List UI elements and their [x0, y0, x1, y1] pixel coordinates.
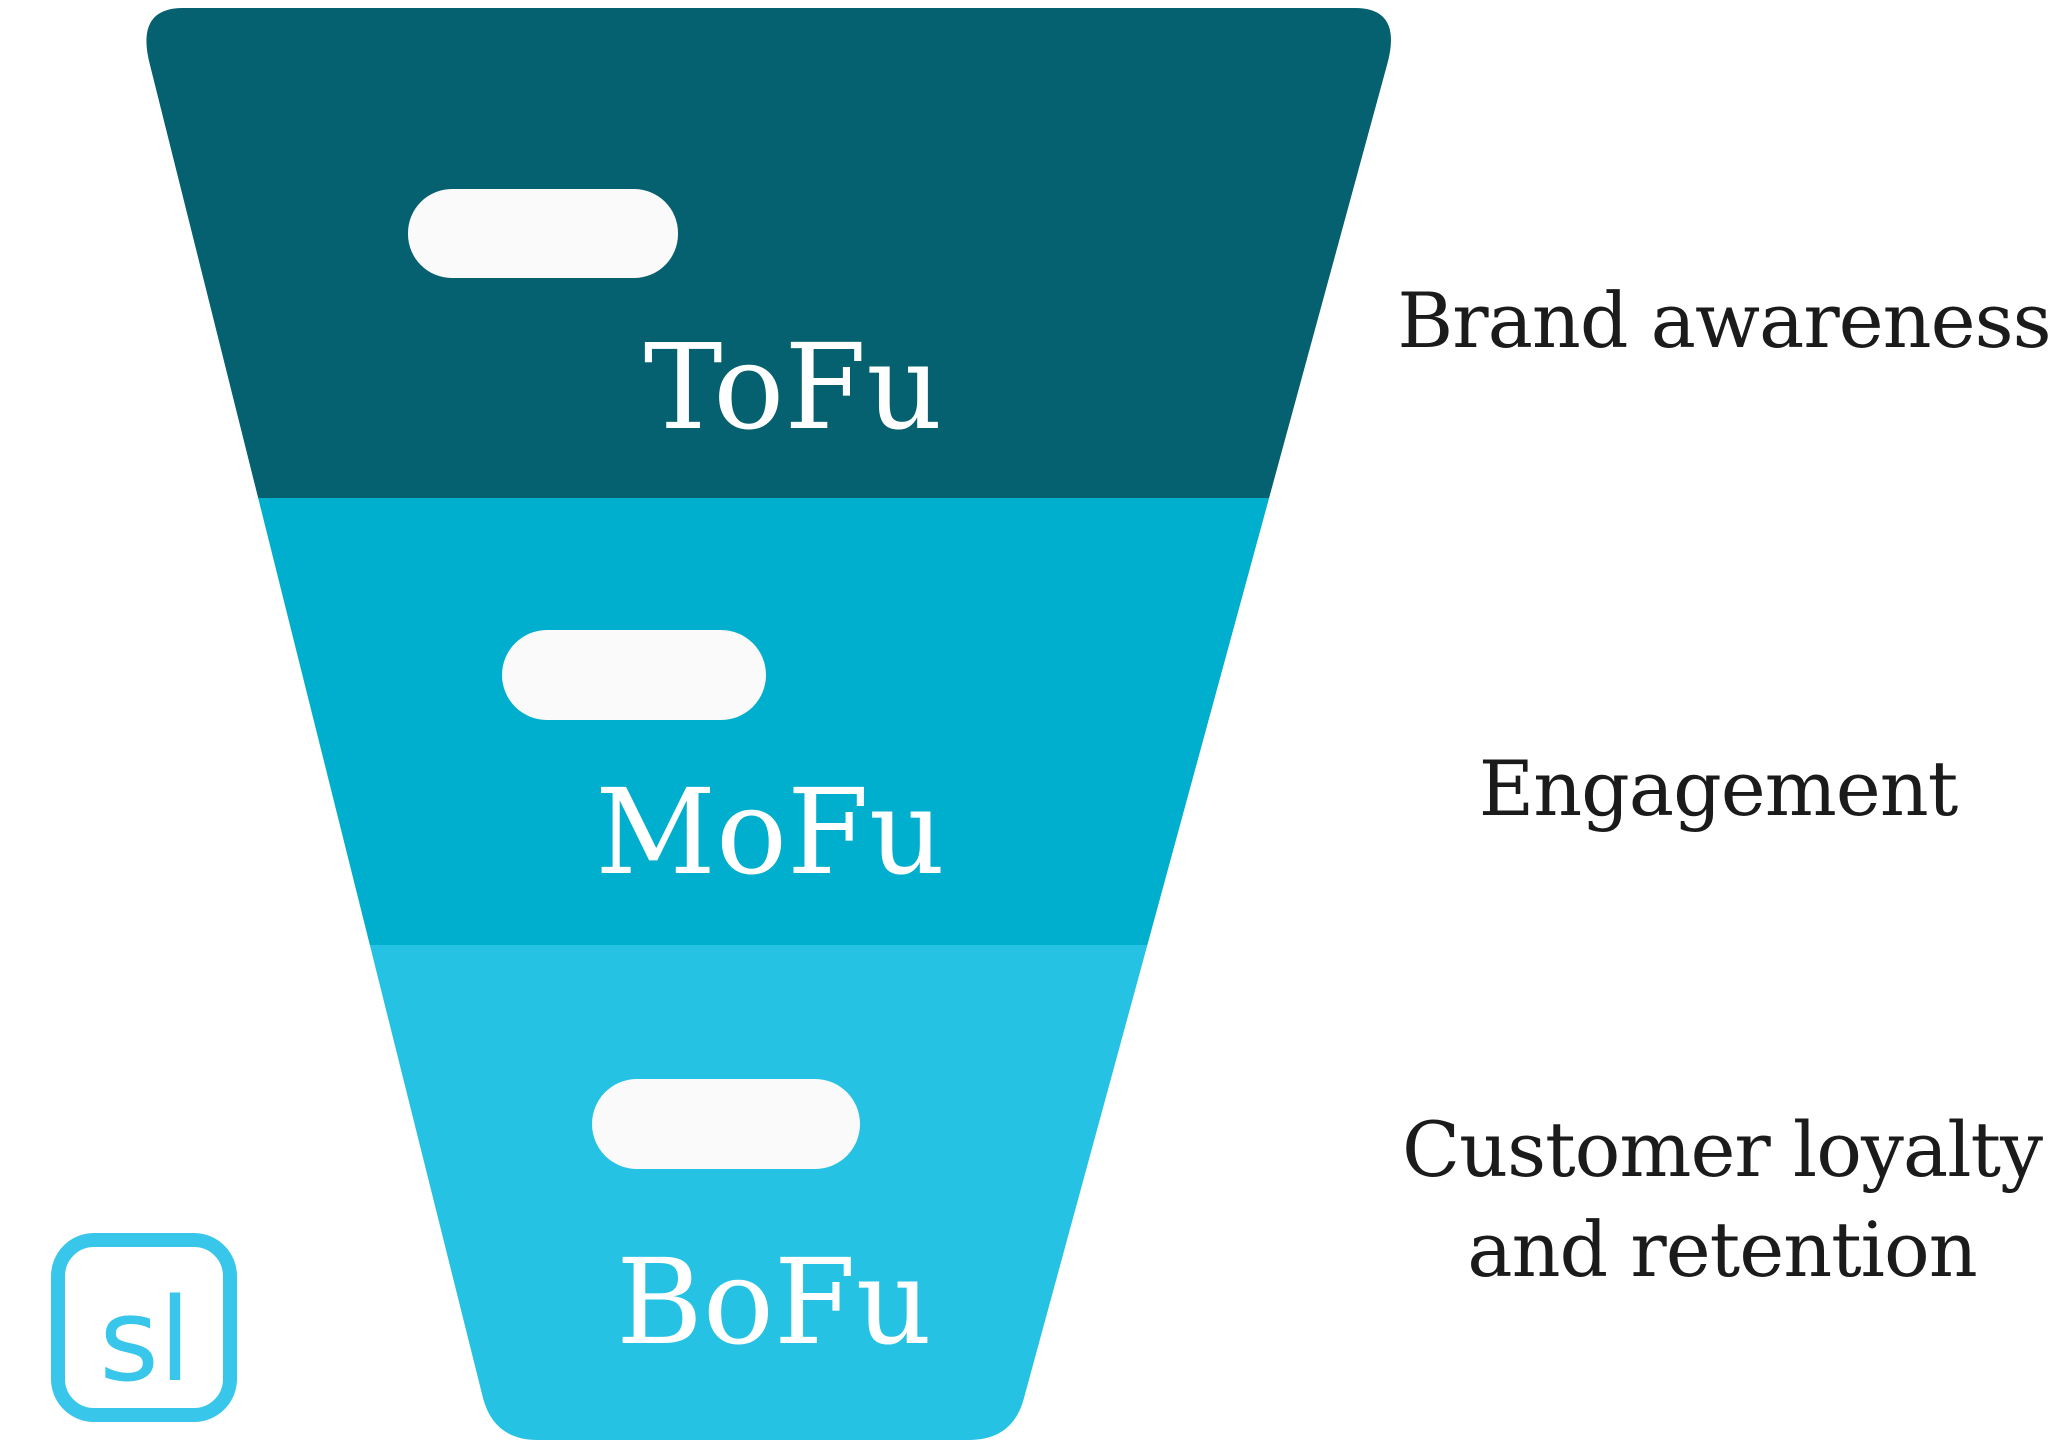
label-brand-awareness: Brand awareness [1397, 276, 2048, 365]
label-engagement: Engagement [1479, 744, 1958, 833]
funnel-bands [146, 8, 1391, 1440]
logo-box [51, 1233, 237, 1422]
placeholder-pill-mofu [502, 630, 766, 720]
stage-label-mofu: MoFu [595, 763, 945, 901]
stage-label-bofu: BoFu [616, 1233, 932, 1371]
logo-text: sl [99, 1274, 191, 1408]
label-loyalty-line1: Customer loyalty [1402, 1105, 2043, 1194]
brand-logo: sl [51, 1233, 237, 1422]
placeholder-pill-tofu [408, 189, 678, 278]
placeholder-pill-bofu [592, 1079, 860, 1169]
funnel-stage-bofu [146, 945, 1391, 1440]
funnel-stage-tofu [146, 8, 1391, 498]
label-loyalty-line2: and retention [1467, 1205, 1976, 1294]
stage-label-tofu: ToFu [644, 318, 942, 456]
